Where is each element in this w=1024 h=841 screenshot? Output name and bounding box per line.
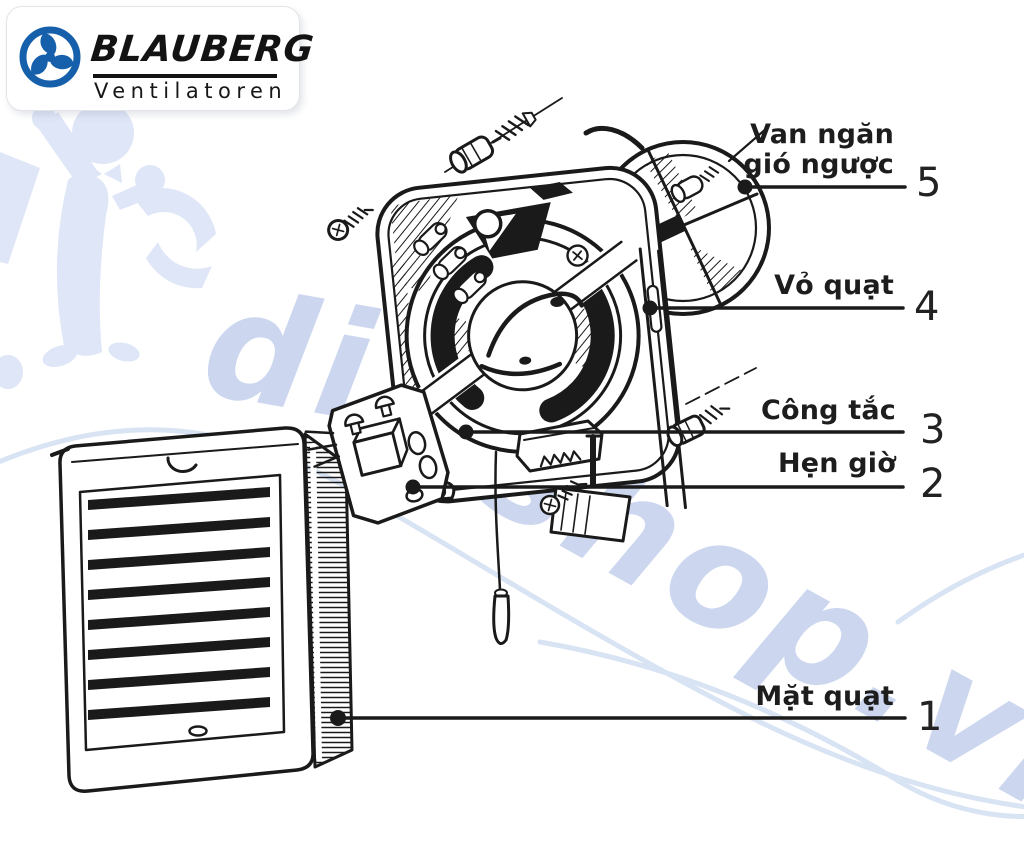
repairman-watermark-icon: [0, 102, 216, 389]
leader-dot-4: [642, 300, 658, 316]
part-label-vo-quat: Vỏ quạt: [774, 270, 894, 301]
part-label-line: Van ngăn: [750, 119, 894, 150]
grille-louvers: [88, 487, 270, 720]
part-label-hen-gio: Hẹn giờ: [777, 448, 896, 479]
leader-dot-1: [330, 710, 346, 726]
screw-axis-line-right: [685, 367, 757, 405]
leader-dot-3: [458, 424, 474, 440]
front-grille: [50, 426, 354, 793]
pull-cord: [492, 450, 511, 645]
part-number-5: 5: [916, 160, 942, 206]
part-label-mat-quat: Mặt quạt: [755, 681, 894, 712]
brand-underline: [93, 74, 277, 78]
leader-diagonal-5: [727, 126, 769, 163]
part-number-1: 1: [917, 694, 943, 740]
part-label-line: gió ngược: [743, 149, 894, 181]
brand-name: BLAUBERG: [88, 29, 317, 70]
part-number-3: 3: [920, 407, 946, 453]
part-number-4: 4: [914, 284, 940, 330]
brand-subtitle: Ventilatoren: [94, 79, 288, 103]
brand-logo-card: BLAUBERG Ventilatoren: [6, 6, 316, 111]
leader-lines: [330, 126, 907, 726]
screw-and-anchor-top: [449, 111, 537, 174]
part-label-van-ngan-gio-nguoc: Van ngăn gió ngược: [743, 119, 894, 181]
leader-dot-2: [405, 479, 421, 495]
leader-dot-5: [737, 179, 753, 195]
screw-left: [327, 207, 374, 241]
terminal-block: [413, 221, 487, 305]
fan-blades-icon: [19, 26, 81, 88]
part-label-cong-tac: Công tắc: [760, 395, 896, 426]
part-number-2: 2: [920, 461, 946, 507]
screw-bottom: [539, 480, 588, 516]
swoosh-waves: [0, 427, 1024, 819]
valve-screw: [670, 166, 720, 203]
